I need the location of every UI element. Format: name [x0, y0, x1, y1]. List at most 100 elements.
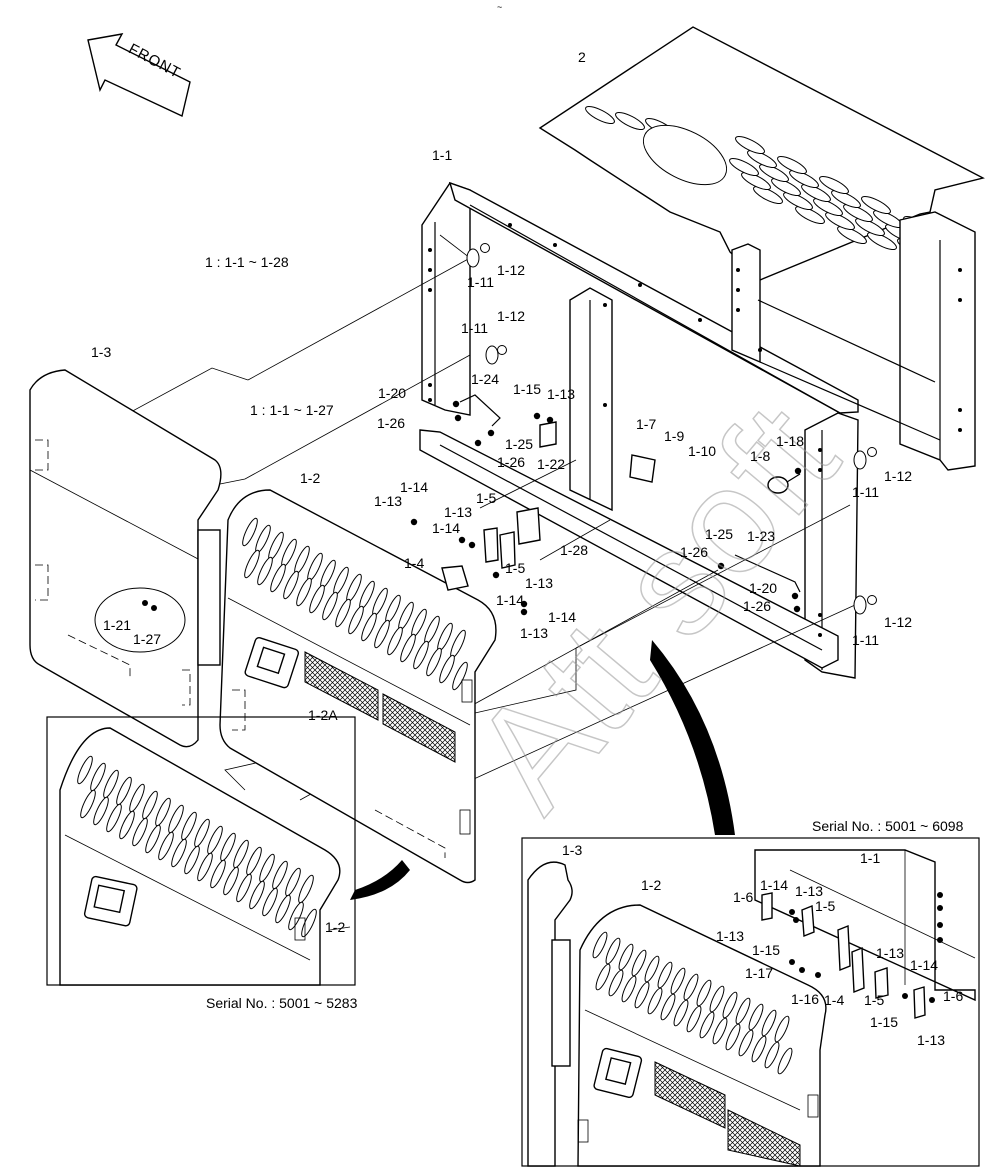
inset-vent-slot — [660, 993, 676, 1021]
inset-vent-slot — [774, 1015, 790, 1043]
plate-slot — [789, 169, 819, 189]
door-vent-slot — [361, 612, 377, 642]
callout: 1-12 — [497, 262, 525, 278]
bolt — [929, 997, 935, 1003]
inset-vent-slot — [683, 973, 699, 1001]
bolt — [937, 892, 943, 898]
callout: 1-4 — [404, 555, 424, 571]
inset-vent-slot — [220, 832, 236, 862]
callout: 1-13 — [917, 1032, 945, 1048]
callout: 1-2A — [308, 707, 338, 723]
callout: 1-12 — [884, 614, 912, 630]
callout-labels: 2 1-1 1-2 1-2A 1-3 1-4 1-5 1-5 1-7 1-8 1… — [91, 49, 963, 1048]
plate-slot — [795, 205, 825, 225]
inset-vent-slot — [93, 796, 109, 826]
plate-slot — [759, 163, 789, 183]
frame-hole — [758, 348, 762, 352]
inset-vent-slot — [725, 1023, 741, 1051]
inset-vent-slot — [748, 1003, 764, 1031]
door-vent-slot — [439, 654, 455, 684]
plate-slot — [741, 171, 771, 191]
callout: 1-14 — [910, 957, 938, 973]
callout: 1-3 — [91, 344, 111, 360]
callout: 1-13 — [716, 928, 744, 944]
inset-vent-slot — [657, 961, 673, 989]
door-vent-slot — [452, 661, 468, 691]
inset-vent-slot — [168, 804, 184, 834]
inset-vent-slot — [197, 852, 213, 882]
inset-vent-slot — [670, 967, 686, 995]
inset-vent-slot — [735, 997, 751, 1025]
inset-vent-slot — [631, 949, 647, 977]
callout: 1-6 — [733, 889, 753, 905]
bolt — [474, 439, 482, 447]
inset-vent-slot — [618, 943, 634, 971]
inset-vent-slot — [751, 1035, 767, 1063]
inset-vent-slot — [90, 762, 106, 792]
callout: 1-15 — [752, 942, 780, 958]
inset-vent-slot — [608, 969, 624, 997]
main-frame — [419, 181, 976, 679]
bolt — [937, 937, 943, 943]
front-door-1-2 — [219, 489, 497, 884]
callout: 1-13 — [444, 504, 472, 520]
frame-hole — [603, 403, 607, 407]
callout: 1-26 — [497, 454, 525, 470]
left-inset — [46, 716, 356, 986]
plate-slot — [585, 105, 615, 125]
callout: 1-7 — [636, 416, 656, 432]
door-vent-slot — [283, 570, 299, 600]
frame-hole — [958, 298, 962, 302]
inset-vent-slot — [142, 790, 158, 820]
bolt — [789, 959, 795, 965]
inset-vent-slot — [184, 845, 200, 875]
inset-vent-slot — [621, 975, 637, 1003]
inset-vent-slot — [246, 846, 262, 876]
frame-hole — [958, 268, 962, 272]
inset-vent-slot — [722, 991, 738, 1019]
door-vent-slot — [426, 647, 442, 677]
callout: 1-1 — [432, 147, 452, 163]
frame-hole — [553, 243, 557, 247]
curved-arrow-main — [650, 640, 735, 835]
inset-vent-slot — [249, 880, 265, 910]
frame-hole — [428, 288, 432, 292]
callout: 1-13 — [547, 386, 575, 402]
callout: 1-18 — [776, 433, 804, 449]
inset-vent-slot — [194, 818, 210, 848]
plate-slot — [615, 111, 645, 131]
plate-slot — [813, 197, 843, 217]
callout: 1-26 — [680, 544, 708, 560]
plate-slot — [729, 157, 759, 177]
header-mark: ~ — [497, 2, 502, 12]
frame-hole — [958, 408, 962, 412]
side-panel-1-3 — [29, 369, 222, 748]
callout: 1-16 — [791, 991, 819, 1007]
callout: 1-28 — [560, 542, 588, 558]
bolt — [789, 909, 795, 915]
plate-slot — [819, 175, 849, 195]
inset-vent-slot — [155, 797, 171, 827]
callout: 1-2 — [300, 470, 320, 486]
bolt — [791, 592, 799, 600]
frame-hole — [428, 398, 432, 402]
callout: 1-20 — [378, 385, 406, 401]
left-inset-serial: Serial No. : 5001 ~ 5283 — [206, 995, 358, 1011]
plate-slot — [843, 203, 873, 223]
inset-vent-slot — [712, 1017, 728, 1045]
inset-vent-slot — [132, 817, 148, 847]
bolt — [793, 605, 801, 613]
callout: 1-14 — [400, 479, 428, 495]
front-arrow-icon: FRONT — [87, 33, 191, 117]
frame-hole — [818, 448, 822, 452]
door-vent-slot — [335, 598, 351, 628]
callout: 1-5 — [476, 490, 496, 506]
inset-vent-slot — [595, 963, 611, 991]
callout: 1-26 — [377, 415, 405, 431]
callout: 1-12 — [884, 468, 912, 484]
door-vent-slot — [400, 633, 416, 663]
right-inset-serial: Serial No. : 5001 ~ 6098 — [812, 818, 964, 834]
inset-vent-slot — [223, 866, 239, 896]
callout: 1-11 — [852, 484, 879, 500]
callout: 1-11 — [852, 632, 879, 648]
